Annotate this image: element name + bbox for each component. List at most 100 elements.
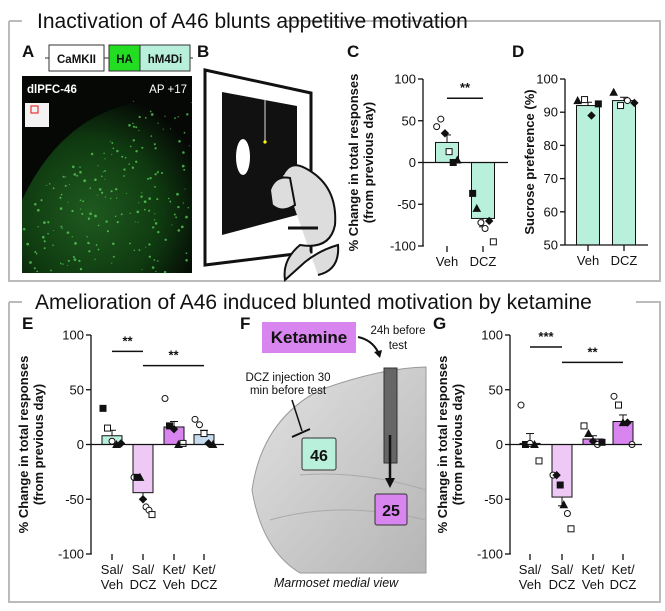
- cell-dot: [154, 222, 158, 225]
- cell-dot: [137, 221, 139, 223]
- y-axis-label: % Change in total responses: [16, 356, 31, 534]
- x-tick-label: Sal/: [101, 562, 124, 577]
- cell-dot: [89, 187, 92, 189]
- ketamine-box: [262, 322, 356, 353]
- x-tick-label: DCZ: [470, 254, 497, 269]
- cell-dot: [164, 115, 166, 117]
- data-point-square: [617, 102, 625, 110]
- data-point-diamond: [138, 495, 148, 504]
- cell-dot: [48, 183, 51, 185]
- cell-dot: [134, 221, 136, 223]
- cell-dot: [123, 175, 125, 177]
- cell-dot: [115, 188, 118, 191]
- y-tick-label: 80: [544, 138, 558, 153]
- cell-dot: [153, 259, 156, 261]
- x-tick-label: Veh: [101, 577, 123, 592]
- data-point-square: [200, 430, 208, 438]
- cell-dot: [35, 252, 38, 255]
- cell-dot: [151, 266, 155, 269]
- x-tick-label: DCZ: [611, 253, 638, 268]
- cell-dot: [102, 171, 104, 173]
- cell-dot: [83, 179, 87, 183]
- cell-dot: [76, 174, 79, 177]
- cell-dot: [87, 217, 91, 220]
- cell-dot: [36, 208, 40, 212]
- data-point-triangle: [472, 203, 482, 212]
- data-point-square: [598, 438, 606, 446]
- cell-dot: [180, 225, 184, 229]
- cell-dot: [90, 152, 94, 156]
- data-point-diamond: [623, 418, 632, 427]
- cell-dot: [177, 116, 179, 118]
- construct-ha-box: [108, 44, 141, 72]
- cell-dot: [114, 215, 117, 217]
- data-point-square: [580, 422, 588, 430]
- cell-dot: [109, 140, 111, 142]
- data-point-square: [567, 525, 575, 533]
- cell-dot: [106, 230, 109, 233]
- cell-dot: [72, 255, 75, 259]
- cell-dot: [147, 177, 150, 180]
- cell-dot: [37, 226, 39, 228]
- data-point-circle: [563, 509, 571, 517]
- cell-dot: [182, 202, 184, 204]
- y-tick-label: 60: [544, 204, 558, 219]
- cell-dot: [40, 199, 43, 202]
- cell-dot: [149, 176, 152, 180]
- cell-dot: [105, 220, 108, 223]
- cell-dot: [60, 193, 63, 196]
- cell-dot: [186, 113, 189, 116]
- cell-dot: [164, 238, 167, 242]
- cell-dot: [132, 122, 134, 125]
- cell-dot: [111, 141, 114, 144]
- cell-dot: [154, 147, 157, 150]
- cell-dot: [74, 242, 77, 245]
- cell-dot: [154, 173, 157, 176]
- x-tick-label: Veh: [582, 577, 604, 592]
- cell-dot: [173, 213, 176, 216]
- y-tick-label: 100: [62, 328, 84, 343]
- cell-dot: [52, 187, 55, 190]
- cell-dot: [144, 116, 147, 119]
- cell-dot: [170, 128, 172, 130]
- cell-dot: [87, 241, 90, 245]
- cell-dot: [59, 196, 62, 199]
- data-point-triangle: [135, 472, 145, 481]
- ketamine-timing-1: 24h before: [371, 325, 426, 337]
- y-tick-label: 0: [409, 155, 416, 170]
- cell-dot: [41, 235, 45, 239]
- data-point-circle: [191, 415, 199, 423]
- cell-dot: [120, 213, 123, 216]
- cell-dot: [60, 225, 63, 228]
- cell-dot: [150, 113, 154, 116]
- y-axis-label: (from previous day): [450, 384, 465, 505]
- cell-dot: [135, 149, 138, 153]
- cell-dot: [80, 208, 82, 210]
- data-point-square: [615, 401, 622, 409]
- cell-dot: [100, 191, 104, 194]
- cell-dot: [129, 242, 131, 245]
- cell-dot: [123, 168, 126, 171]
- data-point-diamond: [440, 129, 450, 138]
- cell-dot: [43, 221, 46, 224]
- data-point-circle: [433, 123, 441, 131]
- ketamine-timing-2: test: [389, 340, 408, 352]
- cell-dot: [71, 209, 74, 213]
- cell-dot: [145, 246, 147, 248]
- significance-label: **: [587, 344, 598, 359]
- cell-dot: [131, 166, 135, 169]
- cell-dot: [67, 259, 70, 262]
- y-axis-label: (from previous day): [31, 384, 46, 505]
- x-tick-label: Ket/: [192, 562, 216, 577]
- cell-dot: [129, 212, 131, 214]
- timing-arrow-icon: [357, 336, 379, 353]
- chart-e: 100500-50-100Sal/VehSal/DCZKet/VehKet/DC…: [16, 328, 224, 592]
- cell-dot: [188, 145, 190, 147]
- data-point-square: [594, 100, 602, 108]
- construct-hm4di: hM4Di: [148, 54, 183, 66]
- cell-dot: [110, 190, 113, 193]
- data-point-square: [104, 424, 111, 432]
- data-point-square: [489, 238, 497, 246]
- data-point-diamond: [169, 424, 179, 434]
- y-tick-label: -50: [484, 492, 503, 507]
